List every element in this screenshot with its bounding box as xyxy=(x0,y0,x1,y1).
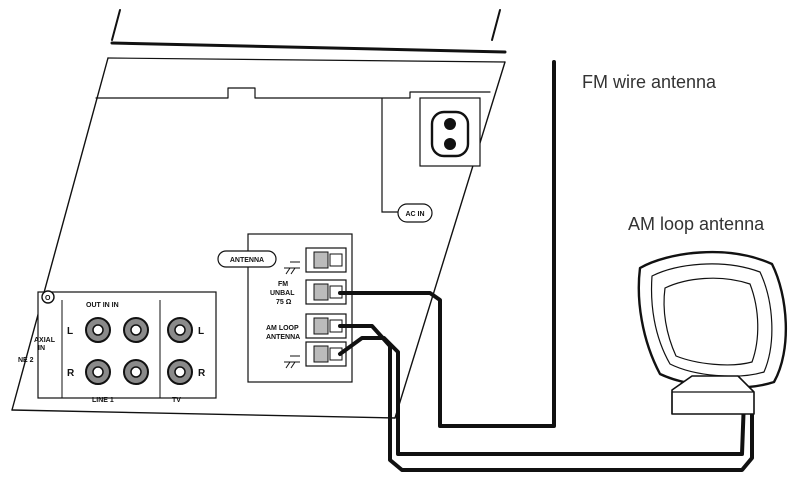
fm-wire-antenna xyxy=(338,60,556,428)
knob-label: O xyxy=(45,295,51,302)
panel-right-edge xyxy=(394,61,506,419)
left-l-label: L xyxy=(67,326,73,337)
am-loop-antenna-icon xyxy=(637,250,787,415)
knob-icon xyxy=(41,290,55,304)
ac-in-label: AC IN xyxy=(405,211,424,218)
out-in-label: OUT IN IN xyxy=(86,302,119,309)
fm-wire-antenna-label: FM wire antenna xyxy=(582,72,717,92)
panel-top-edge xyxy=(111,9,121,41)
panel-left-edge xyxy=(11,57,109,411)
ac-in-socket: AC IN xyxy=(381,97,481,223)
rca-jack xyxy=(167,317,193,343)
rca-jack xyxy=(85,317,111,343)
ne2-label: NE 2 xyxy=(18,357,34,364)
am-loop-label: AM LOOP xyxy=(266,325,299,332)
fm-ohm-label: 75 Ω xyxy=(276,299,292,306)
audio-jack-block: O OUT IN IN L R L R xyxy=(18,290,217,404)
rca-jack xyxy=(123,359,149,385)
panel-ledge xyxy=(107,57,506,63)
panel-ledge-lower xyxy=(95,87,491,99)
am-loop-cable xyxy=(338,324,754,472)
rca-jack xyxy=(167,359,193,385)
left-r-label: R xyxy=(67,368,75,379)
panel-top-edge-right xyxy=(491,9,501,41)
antenna-label: ANTENNA xyxy=(230,257,264,264)
ground-icon xyxy=(284,355,300,369)
panel-top-bar xyxy=(110,41,507,54)
line1-label: LINE 1 xyxy=(92,397,114,404)
receiver-rear-panel xyxy=(11,9,507,419)
antenna-terminal-block: ANTENNA xyxy=(217,233,353,383)
fm-unbal-label: UNBAL xyxy=(270,290,295,297)
ground-icon xyxy=(284,261,300,275)
panel-bottom-edge xyxy=(11,409,396,419)
right-r-label: R xyxy=(198,368,206,379)
tv-label: TV xyxy=(172,397,181,404)
fm-ground-terminal xyxy=(305,247,347,273)
am-loop-antenna-label: AM loop antenna xyxy=(628,214,765,234)
rca-jack xyxy=(85,359,111,385)
axial-label: AXIAL xyxy=(34,337,56,344)
rca-jack xyxy=(123,317,149,343)
am-loop-antenna-label: ANTENNA xyxy=(266,334,300,341)
axial-in-label: IN xyxy=(38,345,45,352)
right-l-label: L xyxy=(198,326,204,337)
fm-label: FM xyxy=(278,281,288,288)
